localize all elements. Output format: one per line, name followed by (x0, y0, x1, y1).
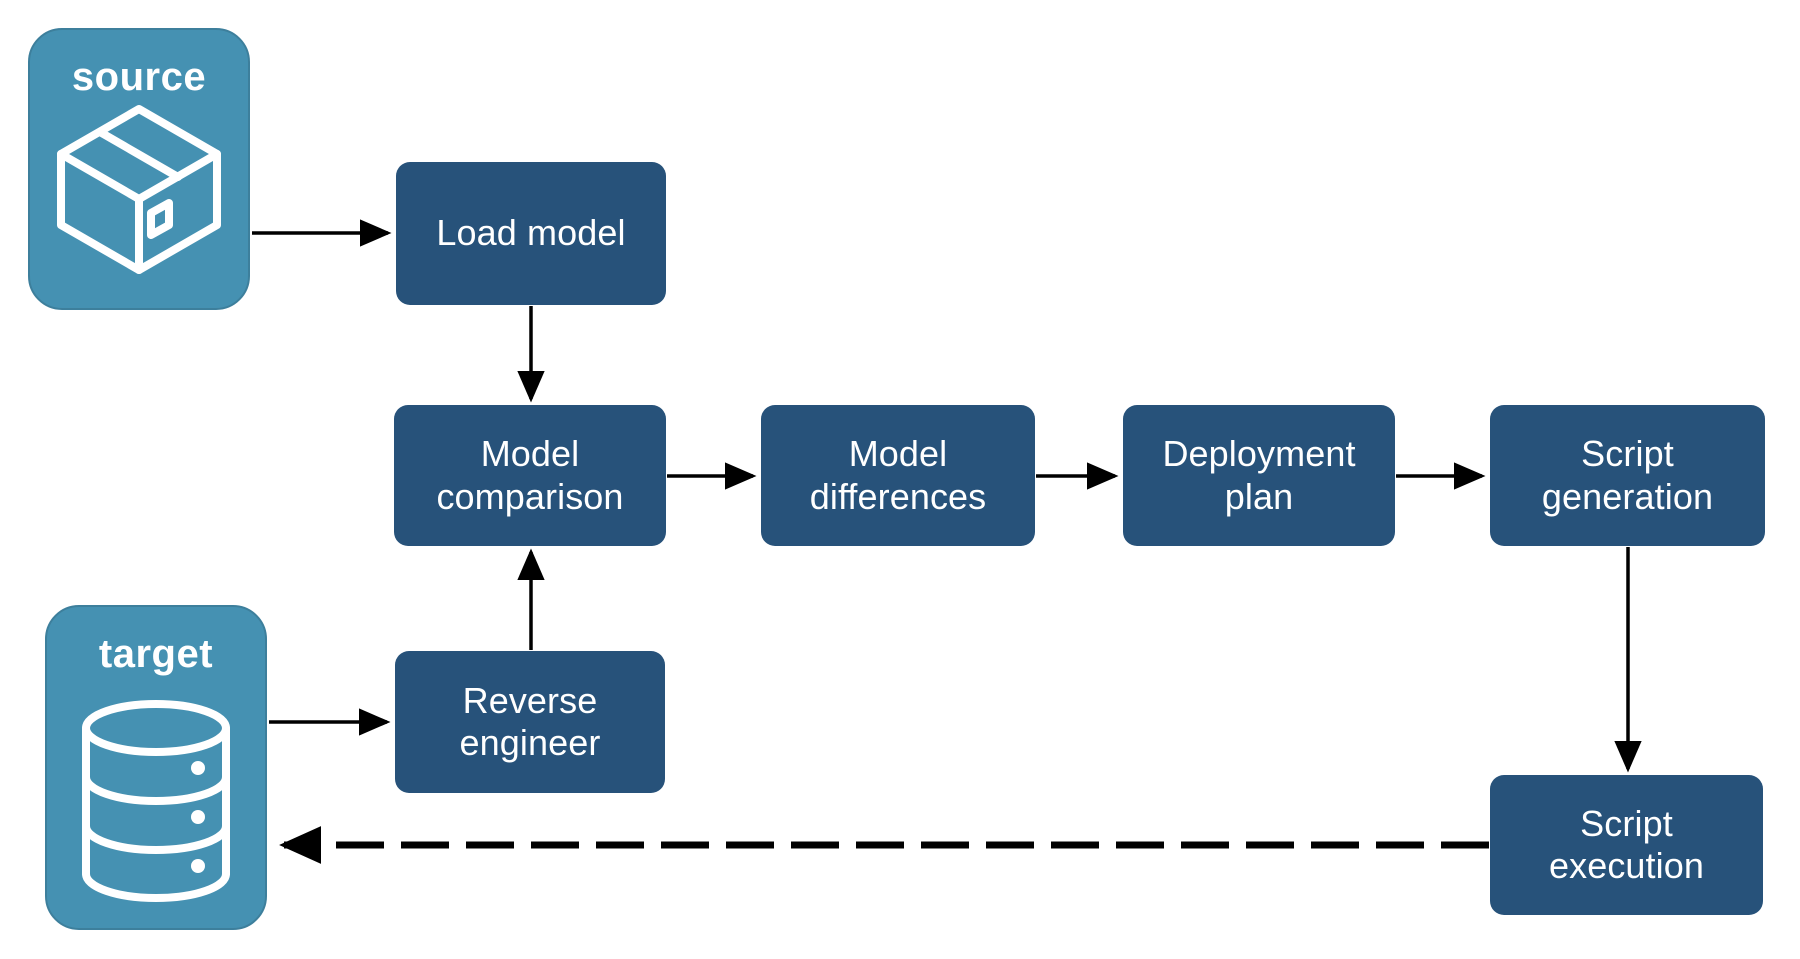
process-reverse-engineer-label: Reverse engineer (460, 680, 601, 765)
text-line-1: Model (848, 433, 948, 475)
text-line-2: differences (809, 475, 987, 517)
process-model-differences[interactable]: Model differences (761, 405, 1035, 546)
package-box-icon (50, 101, 228, 283)
process-load-model-label: Load model (436, 212, 626, 254)
process-model-comparison-label: Model comparison (436, 433, 623, 518)
text-line-2: plan (1224, 475, 1294, 517)
process-script-execution[interactable]: Script execution (1490, 775, 1763, 915)
process-script-execution-label: Script execution (1549, 803, 1704, 888)
text-line-1: Deployment (1162, 433, 1356, 475)
process-reverse-engineer[interactable]: Reverse engineer (395, 651, 665, 793)
process-script-generation[interactable]: Script generation (1490, 405, 1765, 546)
endpoint-source[interactable]: source (28, 28, 250, 310)
process-model-comparison[interactable]: Model comparison (394, 405, 666, 546)
text-line-2: engineer (459, 722, 601, 763)
process-deployment-plan[interactable]: Deployment plan (1123, 405, 1395, 546)
process-script-generation-label: Script generation (1542, 433, 1713, 518)
text-line-1: Reverse (462, 679, 598, 721)
endpoint-source-label: source (71, 55, 207, 99)
text-line-2: generation (1541, 475, 1714, 517)
text-line-2: comparison (436, 475, 624, 517)
text-line-1: Model (480, 433, 580, 475)
text-line-2: execution (1548, 845, 1704, 886)
endpoint-target[interactable]: target (45, 605, 267, 930)
process-model-differences-label: Model differences (810, 433, 987, 518)
text-line-1: Script (1581, 433, 1674, 475)
text-line-1: Script (1580, 802, 1673, 844)
database-cylinder-icon (78, 696, 234, 912)
endpoint-target-label: target (98, 632, 214, 676)
process-deployment-plan-label: Deployment plan (1162, 433, 1355, 518)
process-load-model[interactable]: Load model (396, 162, 666, 305)
